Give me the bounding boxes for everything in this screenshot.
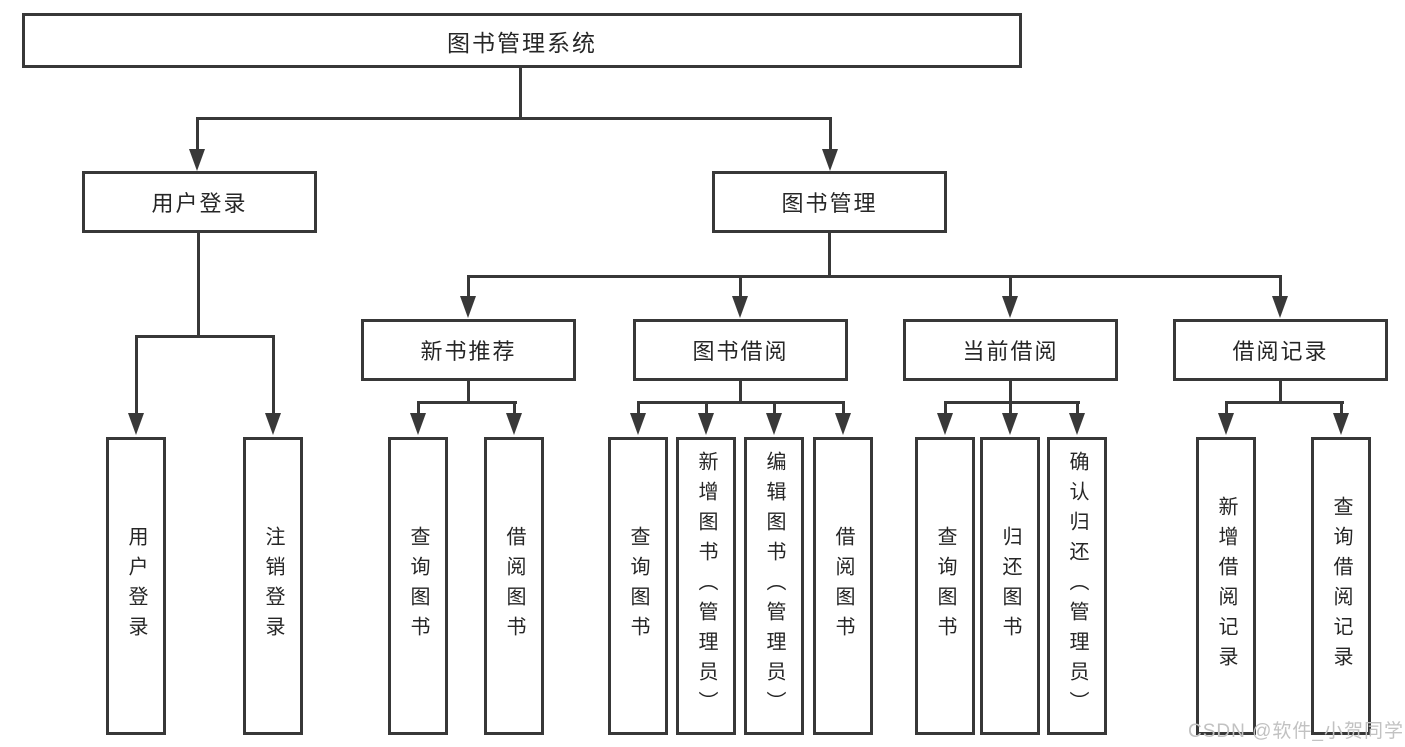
connector-drop	[417, 401, 420, 414]
leaf-user-login-label: 用户登录	[125, 526, 147, 646]
leaf-query-books-recommend-label: 查询图书	[407, 526, 429, 646]
node-book-management-label: 图书管理	[781, 191, 878, 216]
connector-borrow-records-rail	[1225, 401, 1344, 404]
arrowhead-leaf-user-login	[128, 413, 144, 435]
arrowhead	[937, 413, 953, 435]
node-new-book-recommend: 新书推荐	[361, 319, 576, 381]
connector-book-borrow-stem	[739, 381, 742, 403]
node-current-borrowing: 当前借阅	[903, 319, 1118, 381]
connector-book-management-stem	[828, 233, 831, 277]
leaf-logout: 注销登录	[243, 437, 303, 735]
connector-root-stem	[519, 68, 522, 117]
arrowhead	[1333, 413, 1349, 435]
connector-drop	[637, 401, 640, 414]
leaf-add-books-admin-label: 新增图书（管理员）	[695, 451, 717, 721]
connector-drop	[842, 401, 845, 414]
node-user-login-label: 用户登录	[151, 191, 248, 216]
connector-user-login-rail	[135, 335, 275, 338]
node-book-management: 图书管理	[712, 171, 947, 233]
connector-drop	[1009, 401, 1012, 414]
connector-drop-book-management	[829, 117, 832, 150]
connector-drop-leaf-user-login	[135, 335, 138, 413]
connector-drop-book-borrow	[739, 275, 742, 297]
connector-drop	[1340, 401, 1343, 414]
arrowhead-borrow-records	[1272, 296, 1288, 318]
connector-drop-leaf-logout	[272, 335, 275, 413]
connector-drop-borrow-records	[1279, 275, 1282, 297]
arrowhead	[1002, 413, 1018, 435]
leaf-confirm-return-admin: 确认归还（管理员）	[1047, 437, 1107, 735]
leaf-logout-label: 注销登录	[262, 526, 284, 646]
connector-drop	[513, 401, 516, 414]
connector-drop	[773, 401, 776, 414]
leaf-edit-books-admin: 编辑图书（管理员）	[744, 437, 804, 735]
connector-current-borrow-rail	[944, 401, 1080, 404]
connector-new-book-stem	[467, 381, 470, 403]
node-borrowing-records: 借阅记录	[1173, 319, 1388, 381]
connector-drop	[705, 401, 708, 414]
connector-drop	[944, 401, 947, 414]
arrowhead-user-login	[189, 149, 205, 171]
arrowhead	[766, 413, 782, 435]
arrowhead-new-book	[460, 296, 476, 318]
node-book-borrowing: 图书借阅	[633, 319, 848, 381]
arrowhead	[630, 413, 646, 435]
connector-drop	[1225, 401, 1228, 414]
node-current-borrowing-label: 当前借阅	[962, 339, 1059, 364]
leaf-query-books-borrowing: 查询图书	[608, 437, 668, 735]
leaf-borrow-books-borrowing-label: 借阅图书	[832, 526, 854, 646]
leaf-borrow-books-recommend: 借阅图书	[484, 437, 544, 735]
csdn-watermark: CSDN @软件_小贺同学	[1188, 721, 1404, 742]
connector-book-management-rail	[467, 275, 1282, 278]
arrowhead-book-management	[822, 149, 838, 171]
leaf-edit-books-admin-label: 编辑图书（管理员）	[763, 451, 785, 721]
node-borrowing-records-label: 借阅记录	[1232, 339, 1329, 364]
connector-drop-user-login	[196, 117, 199, 150]
arrowhead-leaf-logout	[265, 413, 281, 435]
connector-new-book-rail	[417, 401, 517, 404]
leaf-add-borrow-record: 新增借阅记录	[1196, 437, 1256, 735]
arrowhead	[1069, 413, 1085, 435]
connector-drop	[1076, 401, 1079, 414]
leaf-user-login: 用户登录	[106, 437, 166, 735]
connector-root-rail	[196, 117, 832, 120]
leaf-confirm-return-admin-label: 确认归还（管理员）	[1066, 451, 1088, 721]
connector-current-borrow-stem	[1009, 381, 1012, 403]
leaf-add-borrow-record-label: 新增借阅记录	[1215, 496, 1237, 676]
arrowhead	[1218, 413, 1234, 435]
leaf-query-borrow-record: 查询借阅记录	[1311, 437, 1371, 735]
leaf-query-books-borrowing-label: 查询图书	[627, 526, 649, 646]
arrowhead	[835, 413, 851, 435]
node-new-book-recommend-label: 新书推荐	[420, 339, 517, 364]
leaf-borrow-books-recommend-label: 借阅图书	[503, 526, 525, 646]
node-root-label: 图书管理系统	[447, 29, 597, 56]
node-book-borrowing-label: 图书借阅	[692, 339, 789, 364]
leaf-add-books-admin: 新增图书（管理员）	[676, 437, 736, 735]
leaf-query-borrow-record-label: 查询借阅记录	[1330, 496, 1352, 676]
leaf-query-books-current: 查询图书	[915, 437, 975, 735]
connector-book-borrow-rail	[637, 401, 845, 404]
arrowhead	[410, 413, 426, 435]
leaf-query-books-current-label: 查询图书	[934, 526, 956, 646]
leaf-borrow-books-borrowing: 借阅图书	[813, 437, 873, 735]
leaf-return-books: 归还图书	[980, 437, 1040, 735]
arrowhead-book-borrow	[732, 296, 748, 318]
connector-user-login-stem	[197, 233, 200, 335]
leaf-query-books-recommend: 查询图书	[388, 437, 448, 735]
arrowhead	[506, 413, 522, 435]
connector-drop-new-book	[467, 275, 470, 297]
arrowhead	[698, 413, 714, 435]
connector-borrow-records-stem	[1279, 381, 1282, 403]
node-user-login: 用户登录	[82, 171, 317, 233]
node-root: 图书管理系统	[22, 13, 1022, 68]
connector-drop-current-borrow	[1009, 275, 1012, 297]
arrowhead-current-borrow	[1002, 296, 1018, 318]
leaf-return-books-label: 归还图书	[999, 526, 1021, 646]
